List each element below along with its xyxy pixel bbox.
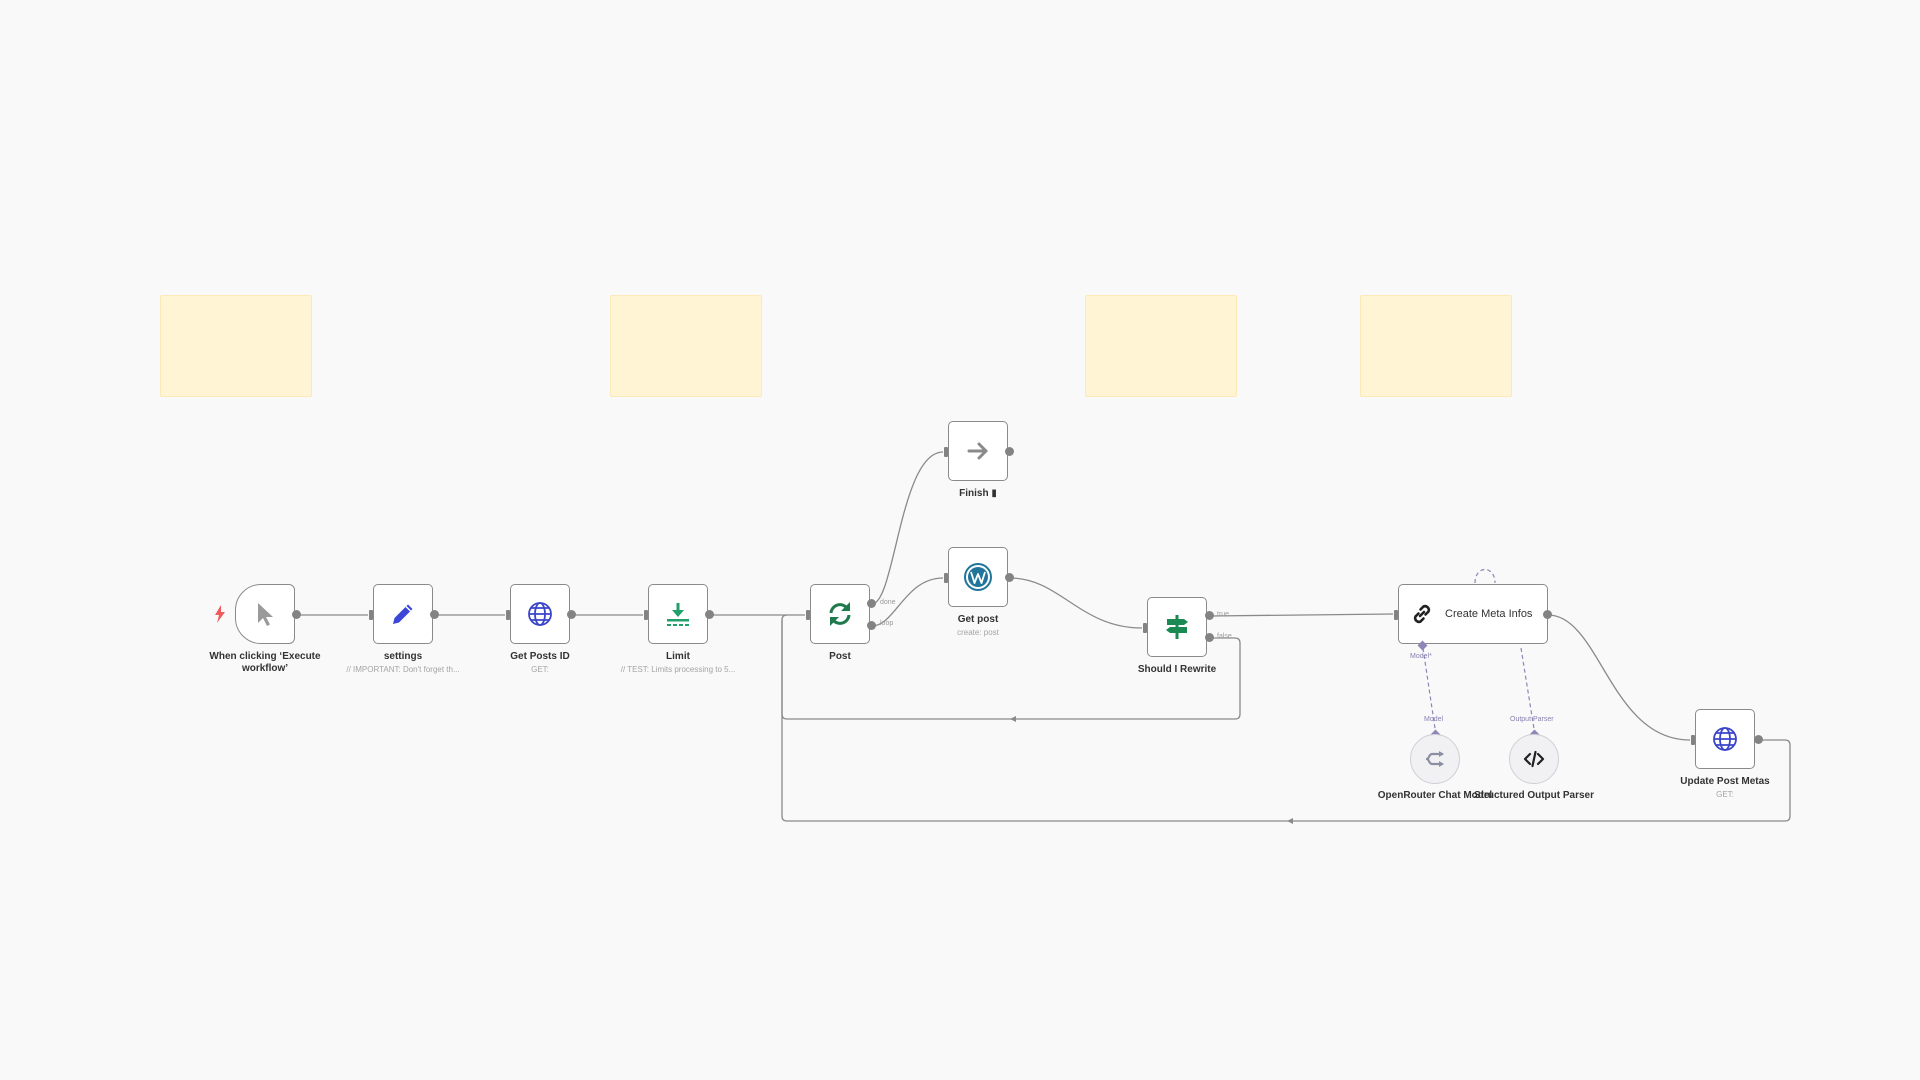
node-finish-label: Finish ▮	[908, 488, 1048, 500]
edge-post-finish	[871, 451, 944, 605]
node-openrouter-label: OpenRouter Chat Model	[1377, 790, 1493, 801]
node-trigger-label: When clicking ‘Execute workflow’	[209, 651, 321, 674]
node-update-post-metas-subtitle: GET:	[1716, 790, 1734, 799]
signpost-icon	[1166, 615, 1188, 639]
getpost-input-port[interactable]	[944, 573, 948, 583]
code-icon	[1523, 750, 1545, 768]
post-input-port[interactable]	[806, 610, 810, 620]
arrow-right-icon	[967, 442, 988, 460]
finish-label-text: Finish	[959, 488, 989, 499]
shouldrewrite-true-port[interactable]	[1205, 611, 1214, 620]
node-should-rewrite-label: Should I Rewrite	[1137, 664, 1217, 675]
getpost-output-port[interactable]	[1005, 573, 1014, 582]
node-get-posts-id[interactable]	[510, 584, 570, 644]
node-limit-label: Limit	[666, 651, 690, 662]
getposts-output-port[interactable]	[567, 610, 576, 619]
openrouter-icon	[1425, 751, 1444, 767]
openrouter-port-label: Model	[1424, 716, 1444, 723]
shouldrewrite-true-label: true	[1217, 611, 1230, 618]
node-post[interactable]	[810, 584, 870, 644]
settings-input-port[interactable]	[369, 610, 373, 620]
arrow-loopback-false	[1010, 716, 1016, 722]
wordpress-icon	[964, 563, 992, 591]
node-structured-output-parser[interactable]	[1509, 734, 1559, 784]
node-should-rewrite[interactable]	[1147, 597, 1207, 657]
sticky-note-3[interactable]	[1085, 295, 1237, 397]
node-trigger[interactable]	[235, 584, 295, 644]
node-finish[interactable]	[948, 421, 1008, 481]
node-create-meta-infos[interactable]: Create Meta Infos	[1398, 584, 1548, 644]
post-loop-label: loop	[880, 620, 894, 627]
node-settings-subtitle: // IMPORTANT: Don't forget th...	[346, 665, 460, 674]
node-limit-subtitle: // TEST: Limits processing to 5...	[620, 665, 736, 674]
edge-createmeta-self	[1474, 568, 1496, 584]
edge-true-createmeta	[1209, 613, 1394, 617]
finish-input-port[interactable]	[944, 447, 948, 457]
node-update-post-metas-label: Update Post Metas	[1680, 776, 1770, 787]
post-done-label: done	[880, 599, 896, 606]
createmeta-input-port[interactable]	[1394, 610, 1398, 620]
node-limit[interactable]	[648, 584, 708, 644]
globe-icon	[528, 602, 552, 626]
node-update-post-metas[interactable]	[1695, 709, 1755, 769]
node-settings[interactable]	[373, 584, 433, 644]
getposts-input-port[interactable]	[506, 610, 510, 620]
node-get-posts-id-label: Get Posts ID	[510, 651, 570, 662]
post-loop-port[interactable]	[867, 621, 876, 630]
trigger-bolt-icon	[215, 605, 225, 623]
limit-input-port[interactable]	[644, 610, 648, 620]
limit-icon	[667, 603, 689, 626]
node-get-post-subtitle: create: post	[957, 628, 999, 637]
finish-output-port[interactable]	[1005, 447, 1014, 456]
shouldrewrite-false-label: false	[1217, 633, 1232, 640]
sticky-note-2[interactable]	[610, 295, 762, 397]
loop-icon	[829, 602, 851, 626]
pencil-icon	[393, 604, 413, 624]
sticky-note-4[interactable]	[1360, 295, 1512, 397]
arrow-loopback-update	[1287, 818, 1293, 824]
sticky-note-1[interactable]	[160, 295, 312, 397]
node-get-posts-id-subtitle: GET:	[531, 665, 549, 674]
node-create-meta-infos-label: Create Meta Infos	[1445, 608, 1533, 620]
node-post-label: Post	[829, 651, 851, 662]
updatemeta-output-port[interactable]	[1754, 735, 1763, 744]
limit-output-port[interactable]	[705, 610, 714, 619]
node-settings-label: settings	[383, 651, 423, 662]
parser-port-label: Output Parser	[1510, 716, 1554, 723]
post-done-port[interactable]	[867, 599, 876, 608]
shouldrewrite-input-port[interactable]	[1143, 623, 1147, 633]
node-get-post-label: Get post	[957, 614, 999, 625]
finish-flag-icon: ▮	[991, 488, 997, 499]
createmeta-model-label: Model*	[1410, 653, 1432, 660]
edge-update-loopback	[781, 620, 1791, 822]
link-icon	[1413, 604, 1431, 624]
trigger-output-port[interactable]	[292, 610, 301, 619]
node-get-post[interactable]	[948, 547, 1008, 607]
globe-icon	[1713, 727, 1737, 751]
edge-createmeta-updatemeta	[1547, 614, 1691, 741]
node-parser-label: Structured Output Parser	[1473, 790, 1595, 801]
updatemeta-input-port[interactable]	[1691, 735, 1695, 745]
shouldrewrite-false-port[interactable]	[1205, 633, 1214, 642]
createmeta-output-port[interactable]	[1543, 610, 1552, 619]
settings-output-port[interactable]	[430, 610, 439, 619]
node-openrouter-chat-model[interactable]	[1410, 734, 1460, 784]
cursor-icon	[258, 603, 273, 626]
